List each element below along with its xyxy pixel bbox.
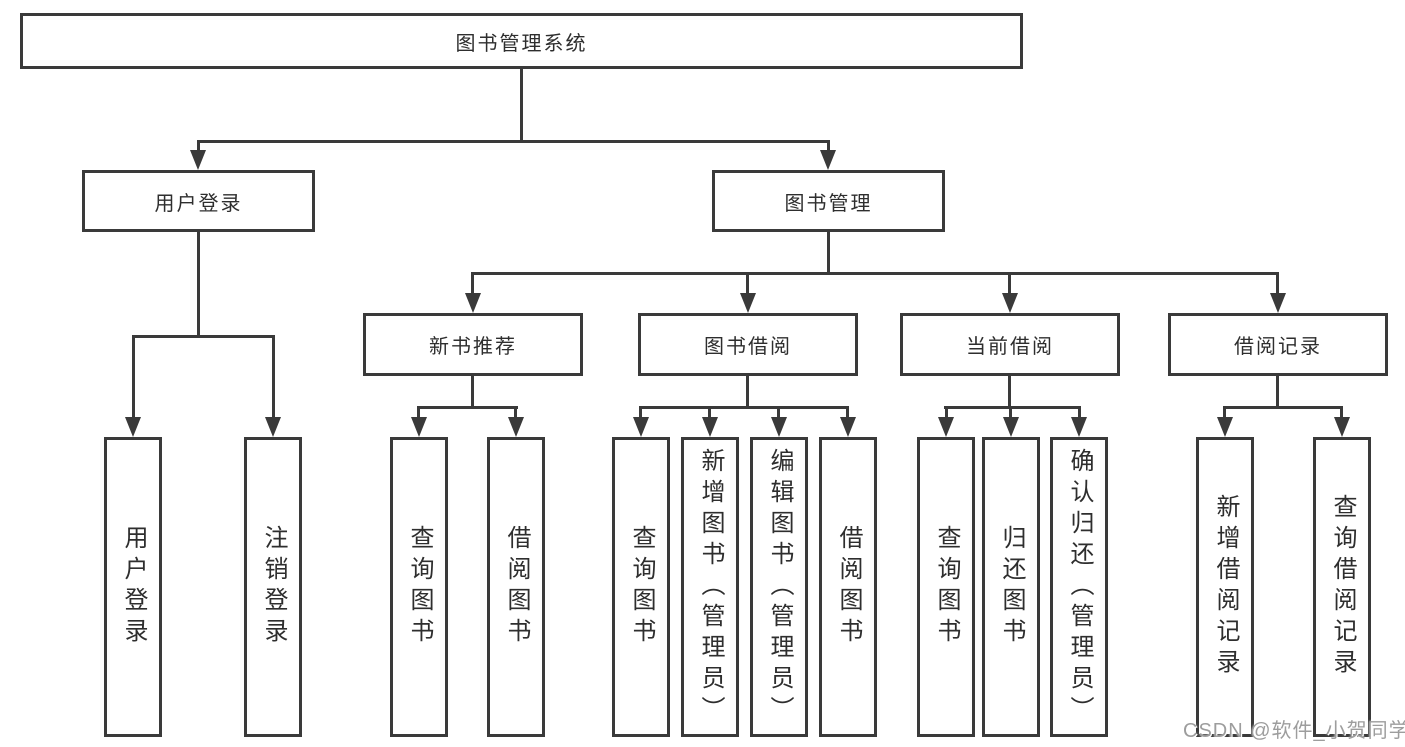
leaf-user-login: 用户登录 (104, 437, 162, 737)
leaf-label: 查询借阅记录 (1329, 494, 1356, 680)
node-book-management: 图书管理 (712, 170, 945, 232)
leaf-borrow-books: 借阅图书 (819, 437, 877, 737)
connector-line (639, 406, 642, 422)
node-user-login: 用户登录 (82, 170, 315, 232)
connector-line (1276, 272, 1279, 298)
connector-line (1223, 406, 1226, 422)
arrowhead-down-icon (938, 417, 954, 437)
arrowhead-down-icon (508, 417, 524, 437)
node-current-borrowing: 当前借阅 (900, 313, 1120, 376)
node-book-borrowing: 图书借阅 (638, 313, 858, 376)
connector-line (827, 140, 830, 156)
node-label: 新书推荐 (429, 336, 517, 358)
connector-line (708, 406, 711, 422)
arrowhead-down-icon (633, 417, 649, 437)
arrowhead-down-icon (1334, 417, 1350, 437)
arrowhead-down-icon (1003, 417, 1019, 437)
node-new-book-recommendation: 新书推荐 (363, 313, 583, 376)
connector-line (846, 406, 849, 422)
leaf-label: 归还图书 (998, 525, 1025, 649)
connector-line (746, 376, 749, 407)
connector-line (1340, 406, 1343, 422)
arrowhead-down-icon (1002, 293, 1018, 313)
arrowhead-down-icon (125, 417, 141, 437)
leaf-query-books: 查询图书 (917, 437, 975, 737)
leaf-edit-books-admin: 编辑图书（管理员） (750, 437, 808, 737)
connector-line (944, 406, 1081, 409)
connector-line (132, 335, 135, 423)
arrowhead-down-icon (820, 150, 836, 170)
leaf-label: 借阅图书 (503, 525, 530, 649)
leaf-borrow-books: 借阅图书 (487, 437, 545, 737)
arrowhead-down-icon (265, 417, 281, 437)
connector-line (417, 406, 420, 422)
connector-line (827, 232, 830, 275)
leaf-label: 查询图书 (628, 525, 655, 649)
connector-line (272, 335, 275, 423)
node-label: 借阅记录 (1234, 336, 1322, 358)
leaf-label: 查询图书 (406, 525, 433, 649)
leaf-label: 新增借阅记录 (1212, 494, 1239, 680)
connector-line (520, 69, 523, 143)
connector-line (945, 406, 948, 422)
leaf-confirm-return-admin: 确认归还（管理员） (1050, 437, 1108, 737)
connector-line (1276, 376, 1279, 407)
node-label: 图书借阅 (704, 336, 792, 358)
arrowhead-down-icon (1071, 417, 1087, 437)
connector-line (746, 272, 749, 298)
node-library-system: 图书管理系统 (20, 13, 1023, 69)
node-borrowing-records: 借阅记录 (1168, 313, 1388, 376)
leaf-return-books: 归还图书 (982, 437, 1040, 737)
connector-line (1223, 406, 1343, 409)
arrowhead-down-icon (411, 417, 427, 437)
leaf-label: 借阅图书 (835, 525, 862, 649)
connector-line (417, 406, 518, 409)
leaf-add-books-admin: 新增图书（管理员） (681, 437, 739, 737)
arrowhead-down-icon (190, 150, 206, 170)
arrowhead-down-icon (740, 293, 756, 313)
leaf-logout: 注销登录 (244, 437, 302, 737)
leaf-add-borrow-record: 新增借阅记录 (1196, 437, 1254, 737)
leaf-label: 注销登录 (260, 525, 287, 649)
connector-line (1008, 376, 1011, 407)
leaf-label: 新增图书（管理员） (697, 447, 724, 727)
node-label: 图书管理 (784, 192, 873, 215)
connector-line (471, 272, 474, 298)
connector-line (197, 140, 200, 156)
node-label: 当前借阅 (966, 336, 1054, 358)
connector-line (471, 376, 474, 407)
leaf-query-books: 查询图书 (612, 437, 670, 737)
arrowhead-down-icon (771, 417, 787, 437)
arrowhead-down-icon (465, 293, 481, 313)
connector-line (132, 335, 275, 338)
leaf-query-books: 查询图书 (390, 437, 448, 737)
node-label: 图书管理系统 (455, 32, 588, 55)
connector-line (777, 406, 780, 422)
arrowhead-down-icon (840, 417, 856, 437)
leaf-query-borrow-record: 查询借阅记录 (1313, 437, 1371, 737)
connector-line (1008, 272, 1011, 298)
csdn-watermark: CSDN @软件_小贺同学 (1183, 720, 1405, 742)
node-label: 用户登录 (154, 192, 243, 215)
connector-line (197, 140, 830, 143)
leaf-label: 确认归还（管理员） (1066, 447, 1093, 727)
leaf-label: 用户登录 (120, 525, 147, 649)
arrowhead-down-icon (702, 417, 718, 437)
leaf-label: 查询图书 (933, 525, 960, 649)
connector-line (1009, 406, 1012, 422)
connector-line (471, 272, 1279, 275)
connector-line (1078, 406, 1081, 422)
connector-line (197, 232, 200, 338)
connector-line (639, 406, 849, 409)
arrowhead-down-icon (1217, 417, 1233, 437)
leaf-label: 编辑图书（管理员） (766, 447, 793, 727)
connector-line (514, 406, 517, 422)
arrowhead-down-icon (1270, 293, 1286, 313)
